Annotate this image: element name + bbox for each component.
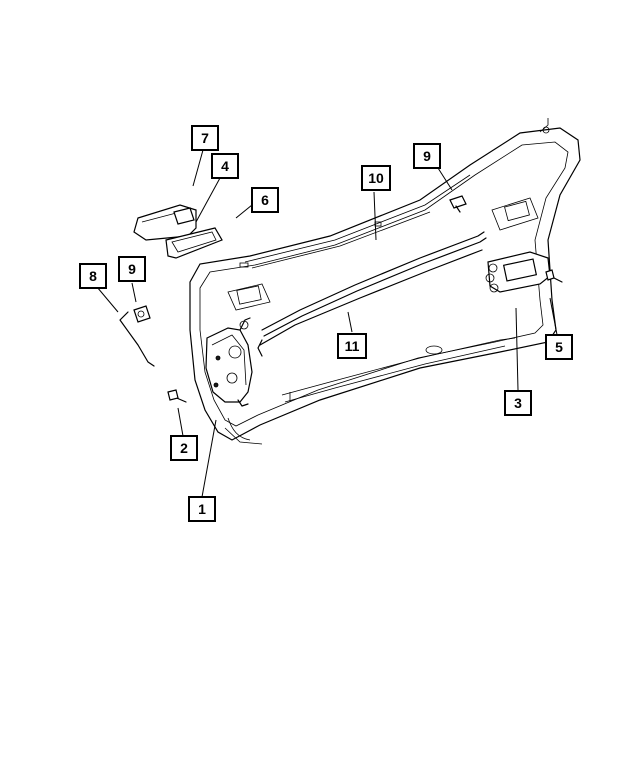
callout-label: 6 (261, 192, 269, 208)
door-inner-panel (189, 118, 581, 445)
callout-2: 2 (170, 435, 198, 461)
callout-8: 8 (79, 263, 107, 289)
callout-label: 10 (368, 170, 384, 186)
inside-handle (485, 251, 551, 293)
latch-screw (167, 389, 187, 403)
handle-screw (545, 269, 563, 283)
callout-label: 2 (180, 440, 188, 456)
callout-label: 11 (345, 338, 360, 354)
callout-7: 7 (191, 125, 219, 151)
callout-4: 4 (211, 153, 239, 179)
door-latch-assembly (205, 317, 253, 407)
outside-handle-bezel (133, 204, 197, 241)
callout-9-upper: 9 (413, 143, 441, 169)
callout-5: 5 (545, 334, 573, 360)
callout-6: 6 (251, 187, 279, 213)
callout-1: 1 (188, 496, 216, 522)
leader-lines (96, 149, 559, 498)
callout-label: 4 (221, 158, 229, 174)
callout-label: 9 (128, 261, 136, 277)
callout-10: 10 (361, 165, 391, 191)
callout-label: 3 (514, 395, 522, 411)
callout-label: 8 (89, 268, 97, 284)
bezel-gasket (165, 227, 223, 259)
callout-11: 11 (337, 333, 367, 359)
callout-9-lower: 9 (118, 256, 146, 282)
callout-label: 1 (198, 501, 206, 517)
callout-label: 9 (423, 148, 431, 164)
lock-rod (119, 305, 155, 367)
callout-label: 5 (555, 339, 563, 355)
callout-label: 7 (201, 130, 209, 146)
callout-3: 3 (504, 390, 532, 416)
latch-rods (257, 231, 487, 357)
rod-clip-upper (449, 195, 467, 213)
